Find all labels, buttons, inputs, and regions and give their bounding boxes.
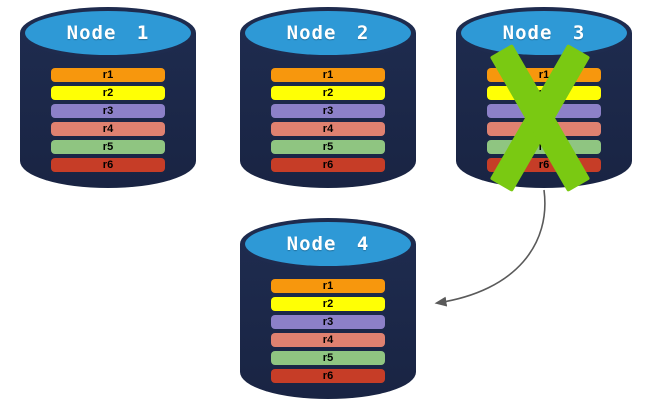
replica-bar-r1: r1 [51,68,165,82]
replica-bar-r6: r6 [487,158,601,172]
replica-bar-r6: r6 [271,369,385,383]
replica-bar-r1: r1 [271,68,385,82]
node-2: Node 2 r1 r2 r3 r4 r5 r6 [240,7,416,188]
cylinder-top-rim: Node 3 [456,7,632,59]
node-3: Node 3 r1 r2 r3 r4 r5 r6 [456,7,632,193]
cylinder-top: Node 3 [461,11,627,55]
replica-bar-r3: r3 [487,104,601,118]
replica-bar-r5: r5 [271,140,385,154]
replica-bar-r5: r5 [51,140,165,154]
replica-bar-r3: r3 [271,315,385,329]
replica-bar-r4: r4 [51,122,165,136]
replica-bar-r2: r2 [487,86,601,100]
replica-bar-r4: r4 [271,122,385,136]
cylinder-top-rim: Node 2 [240,7,416,59]
node-4: Node 4 r1 r2 r3 r4 r5 r6 [240,218,416,399]
node-1: Node 1 r1 r2 r3 r4 r5 r6 [20,7,196,188]
replica-bar-r3: r3 [271,104,385,118]
replica-bar-r6: r6 [271,158,385,172]
replica-bar-r5: r5 [487,140,601,154]
cylinder-top-rim: Node 1 [20,7,196,59]
replica-bar-r2: r2 [271,297,385,311]
replica-bar-r3: r3 [51,104,165,118]
cylinder-top: Node 2 [245,11,411,55]
replica-bar-r4: r4 [487,122,601,136]
replica-bar-r1: r1 [271,279,385,293]
cylinder-top: Node 4 [245,222,411,266]
cylinder-top: Node 1 [25,11,191,55]
replica-bar-r1: r1 [487,68,601,82]
replica-bar-r2: r2 [271,86,385,100]
replica-bar-r6: r6 [51,158,165,172]
replica-stack: r1 r2 r3 r4 r5 r6 [51,68,165,172]
replica-stack: r1 r2 r3 r4 r5 r6 [271,68,385,172]
replica-bar-r5: r5 [271,351,385,365]
replica-stack: r1 r2 r3 r4 r5 r6 [487,68,601,172]
replica-stack: r1 r2 r3 r4 r5 r6 [271,279,385,383]
node-title: Node 3 [502,22,586,44]
replica-bar-r4: r4 [271,333,385,347]
node-title: Node 2 [286,22,370,44]
node-title: Node 1 [66,22,150,44]
cylinder-top-rim: Node 4 [240,218,416,270]
node-title: Node 4 [286,233,370,255]
replica-bar-r2: r2 [51,86,165,100]
